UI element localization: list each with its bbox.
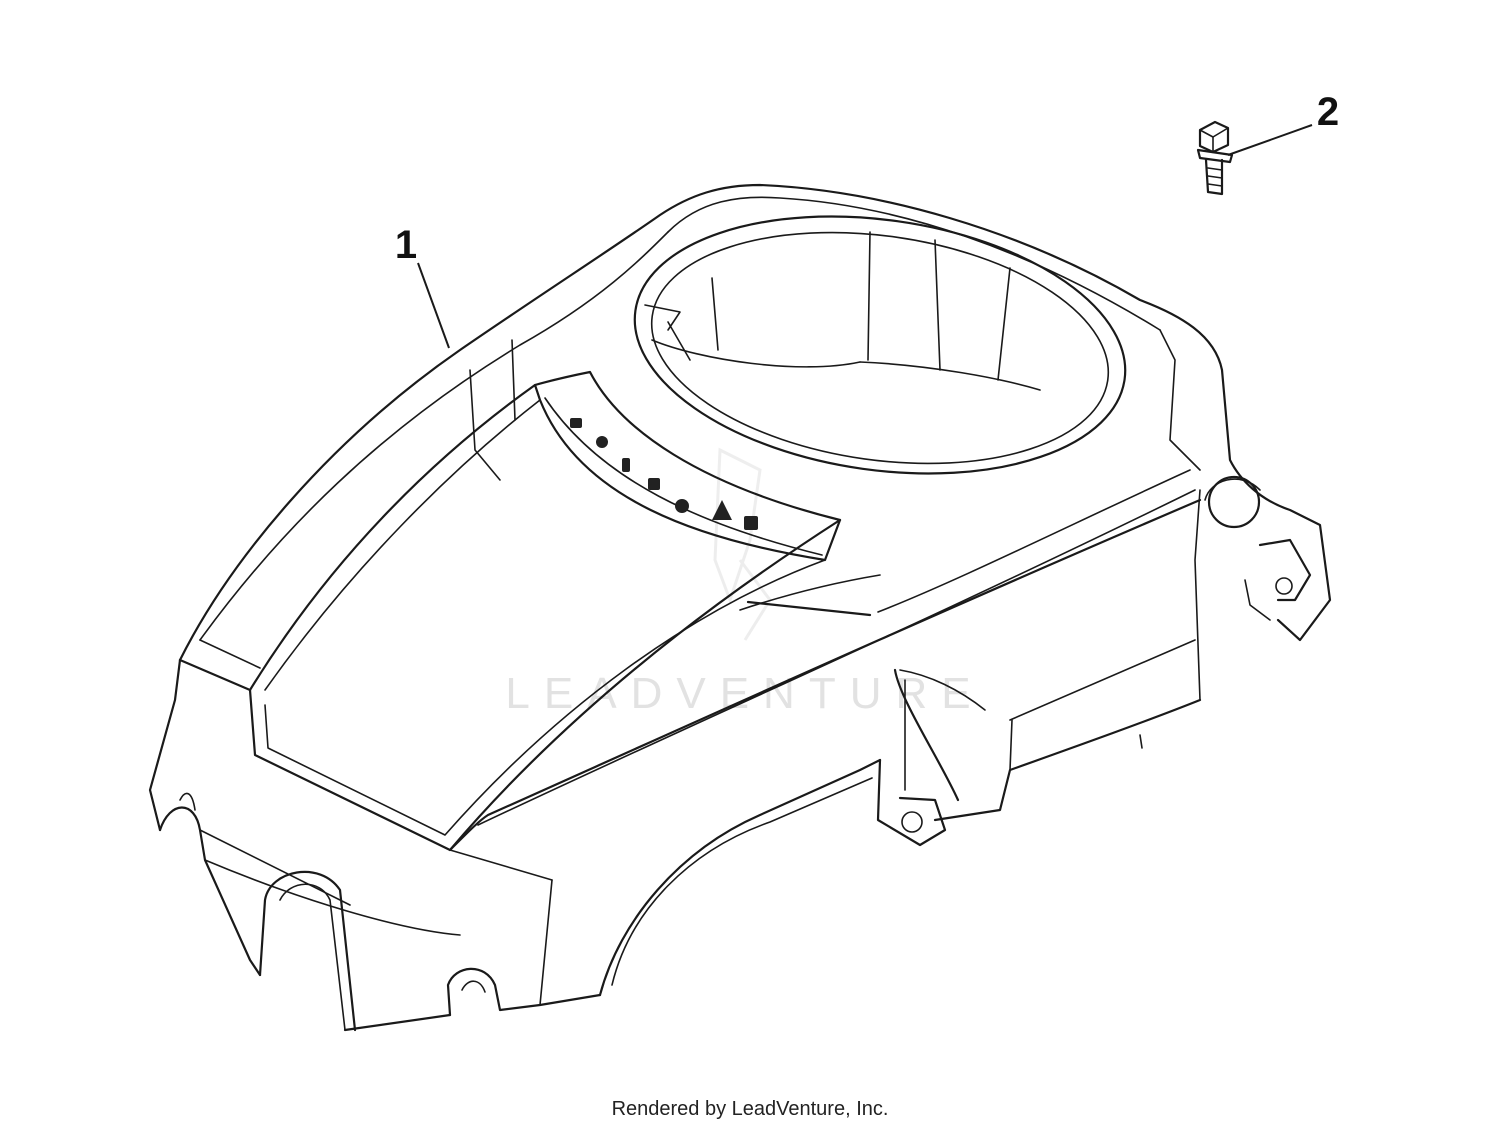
watermark-logo xyxy=(713,447,772,641)
bolt xyxy=(1196,120,1234,196)
leader-line-2 xyxy=(1227,124,1313,156)
watermark-text: LEADVENTURE xyxy=(505,669,984,718)
callout-part-1: 1 xyxy=(395,223,417,267)
throttle-symbols xyxy=(570,418,758,530)
callout-part-2: 2 xyxy=(1317,90,1339,134)
footer-credit: Rendered by LeadVenture, Inc. xyxy=(611,1098,889,1120)
blower-housing xyxy=(148,183,1332,1032)
leader-line-1 xyxy=(417,262,450,349)
